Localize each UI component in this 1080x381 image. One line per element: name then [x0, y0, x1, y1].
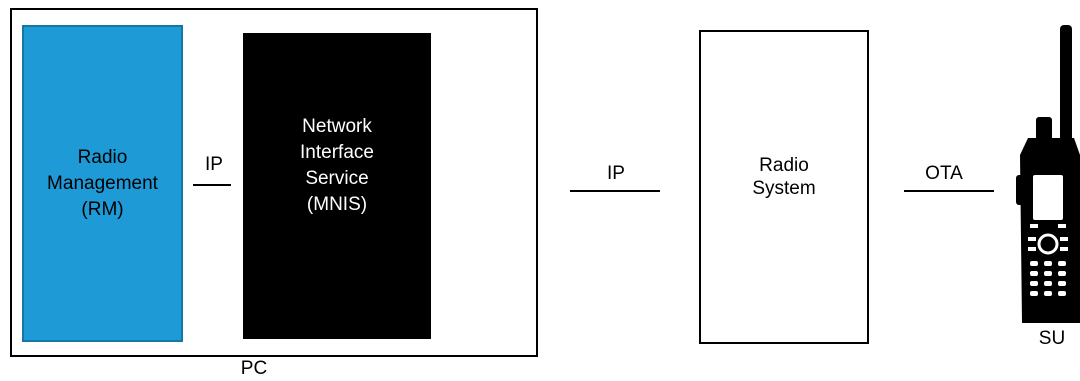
ip-link-label-external: IP	[607, 163, 625, 184]
radio-management-block: Radio Management (RM)	[22, 25, 183, 342]
mnis-line-4: (MNIS)	[306, 194, 368, 215]
mnis-line-2: Interface	[300, 142, 374, 163]
ota-link-label: OTA	[925, 163, 963, 184]
rm-line-2: Management	[47, 172, 158, 194]
handheld-radio-icon	[1016, 25, 1080, 323]
mnis-line-3: Service	[305, 168, 369, 189]
radio-system-line-1: Radio	[759, 155, 809, 176]
mnis-line-1: Network	[302, 116, 372, 137]
ota-link-line	[904, 190, 994, 192]
ip-link-label-internal: IP	[205, 154, 223, 175]
su-label: SU	[1038, 328, 1066, 349]
pc-box	[10, 8, 538, 357]
rm-line-1: Radio	[77, 146, 128, 168]
pc-label: PC	[240, 358, 268, 379]
mnis-block: Network Interface Service (MNIS)	[243, 33, 431, 339]
radio-system-block: Radio System	[699, 30, 869, 344]
radio-system-line-2: System	[752, 178, 816, 199]
ip-link-line-external	[570, 190, 660, 192]
rm-line-3: (RM)	[81, 198, 124, 220]
ip-link-line-internal	[193, 184, 231, 186]
